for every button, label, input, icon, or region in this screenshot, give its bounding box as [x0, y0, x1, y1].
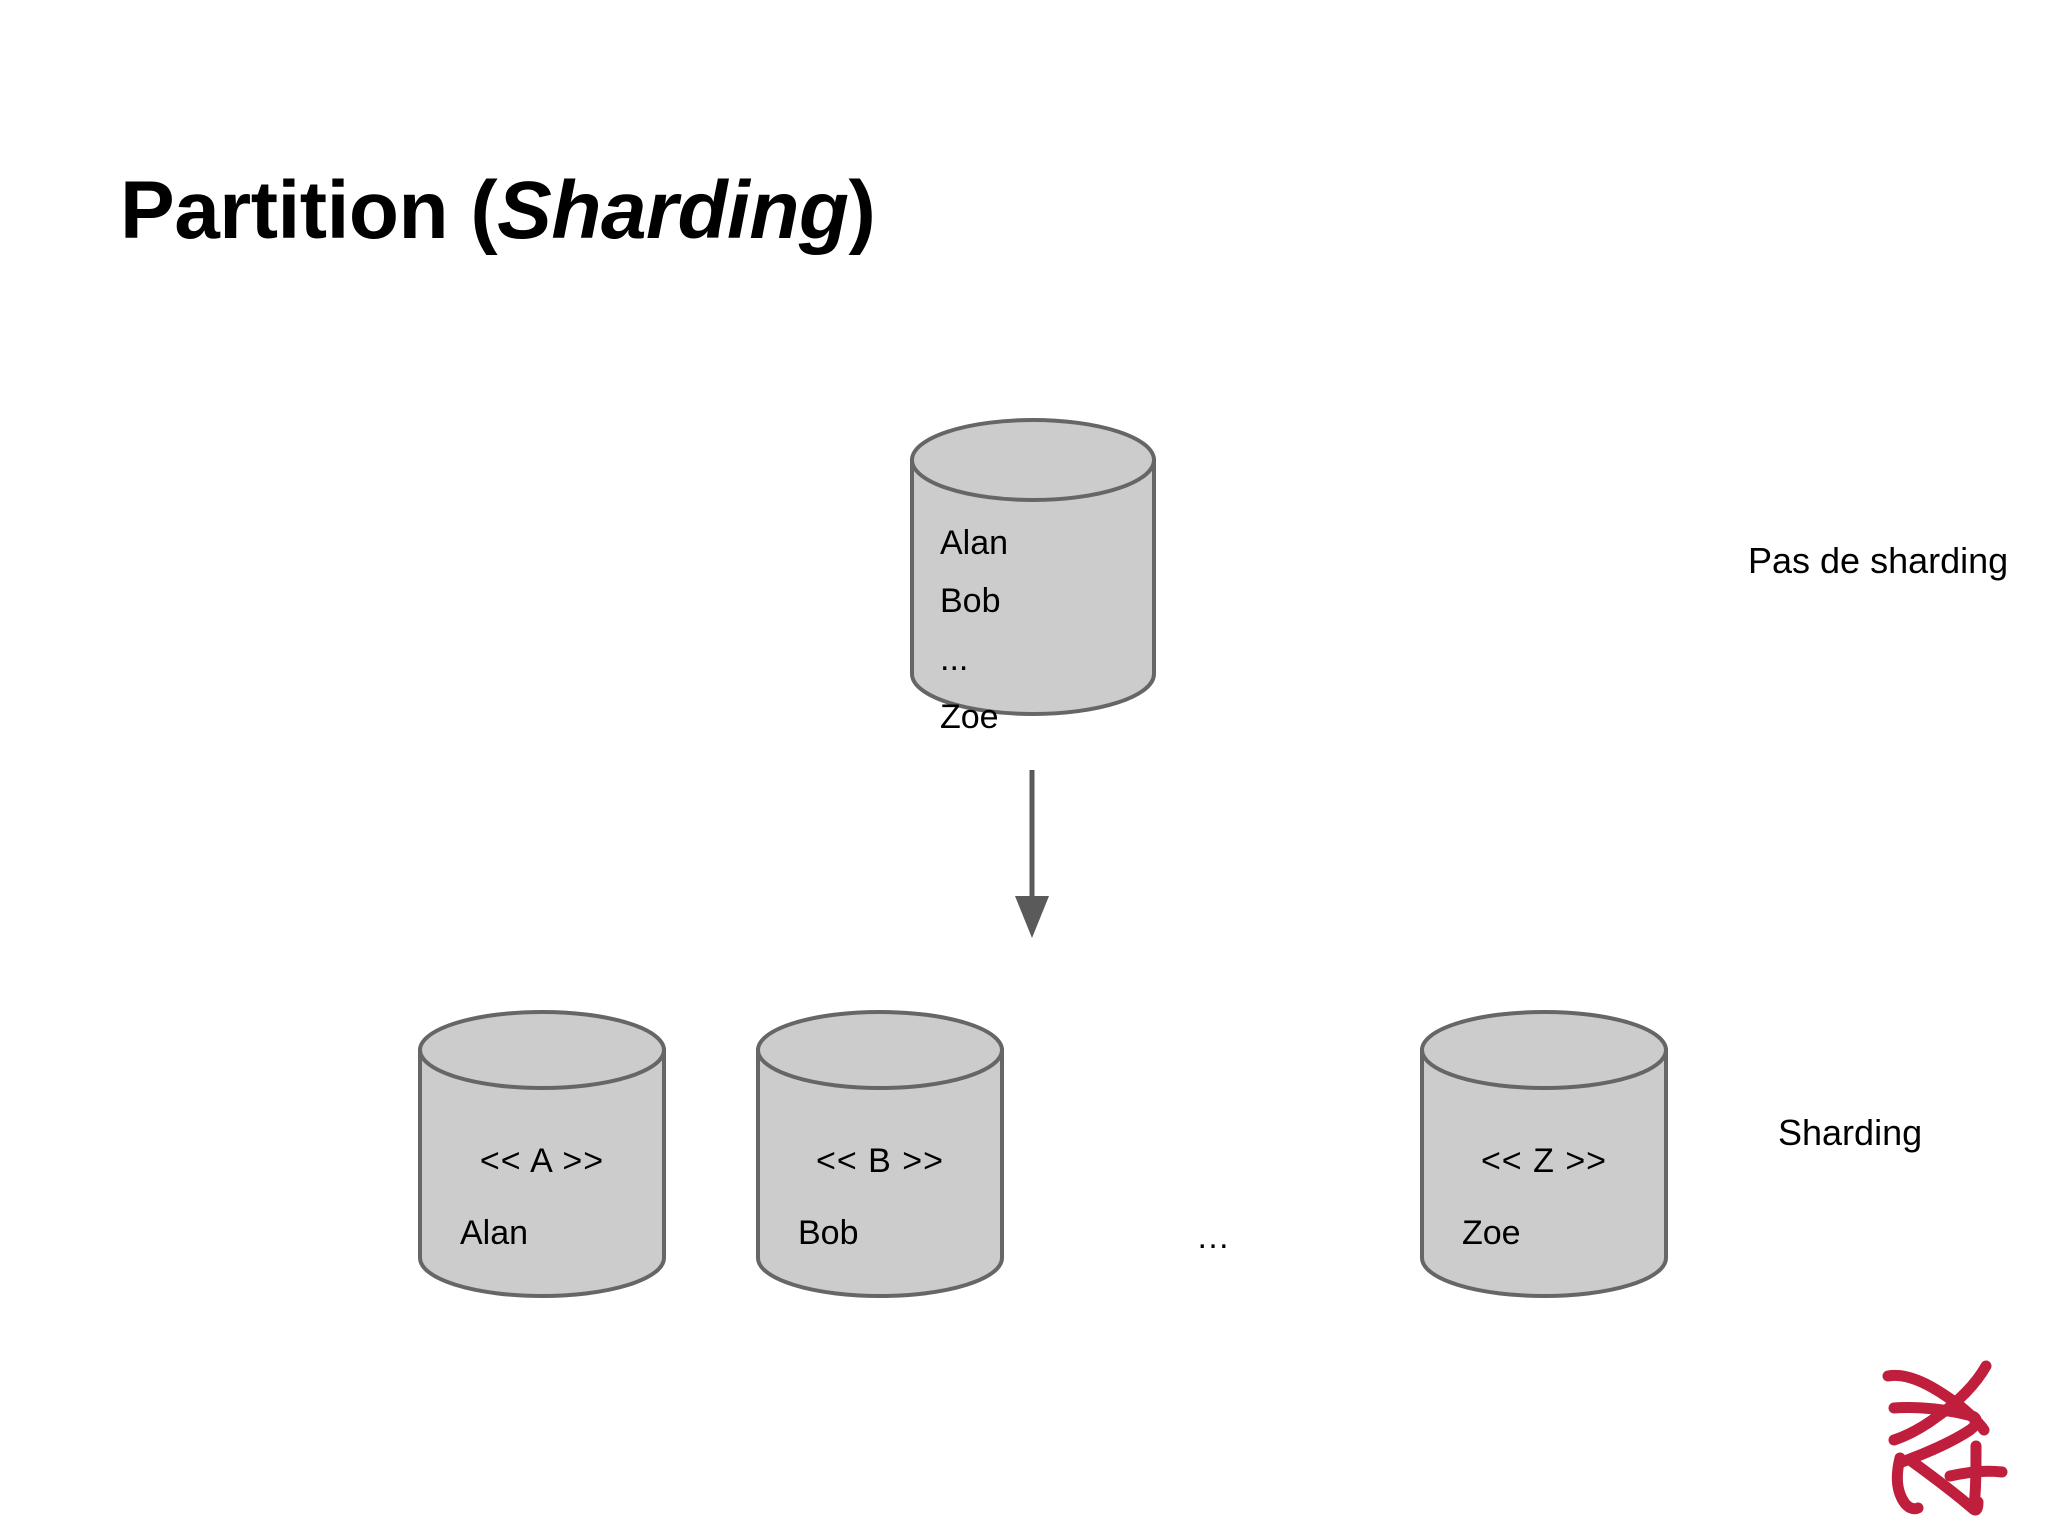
shard-cylinder-b: << B >> Bob: [756, 1010, 1004, 1298]
author-signature: [1880, 1350, 2020, 1525]
shard-gap-ellipsis: …: [1196, 1218, 1232, 1256]
page-title: Partition (Sharding): [120, 165, 876, 256]
annotation-no-sharding: Pas de sharding: [1748, 540, 2009, 581]
annotation-sharding: Sharding: [1778, 1112, 1923, 1153]
shard-cylinder-z: << Z >> Zoe: [1420, 1010, 1668, 1298]
shard-cylinder-a: << A >> Alan: [418, 1010, 666, 1298]
page-title-close: ): [848, 165, 876, 256]
page-title-emphasis: Sharding: [497, 165, 849, 256]
page-title-main: Partition (: [120, 165, 498, 256]
down-arrow-icon: [1012, 770, 1052, 940]
source-database-cylinder: Alan Bob ... Zoe: [910, 418, 1156, 734]
